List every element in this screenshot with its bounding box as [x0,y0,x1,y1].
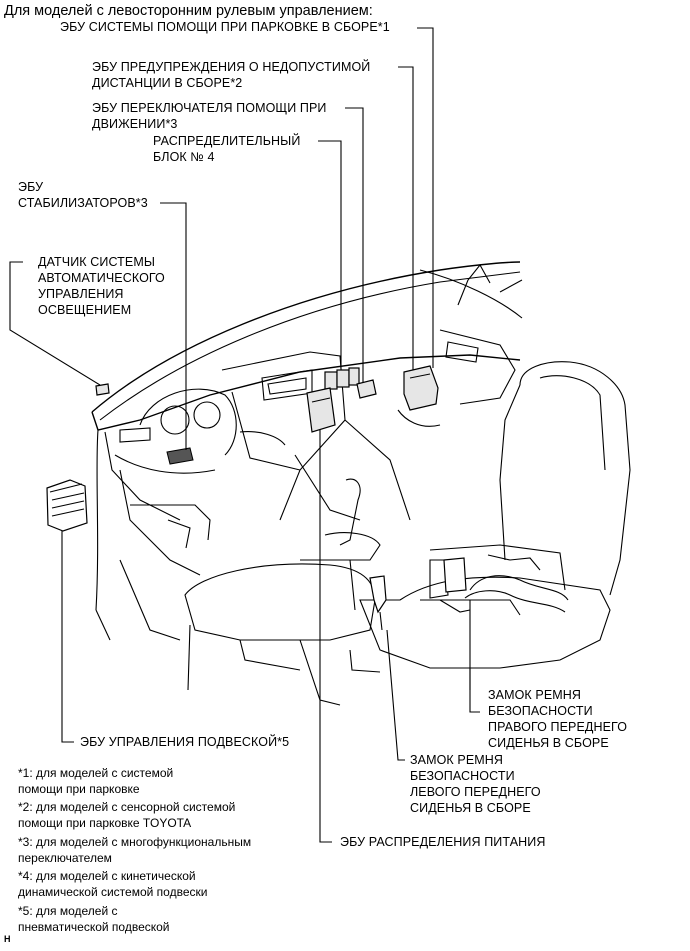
label-driving-assist-switch-ecu: ЭБУ ПЕРЕКЛЮЧАТЕЛЯ ПОМОЩИ ПРИ ДВИЖЕНИИ*3 [92,101,327,131]
stabilizer-ecu-part [166,447,194,465]
page-title: Для моделей с левосторонним рулевым упра… [4,3,373,19]
center-console [221,351,411,561]
label-stabilizer-ecu: ЭБУ СТАБИЛИЗАТОРОВ*3 [18,180,148,210]
power-distribution-ecu-part [306,387,336,433]
clearance-warning-ecu-part [356,379,377,399]
instrument-cluster [114,388,237,576]
footnote-3: *3: для моделей с многофункциональным пе… [18,835,252,865]
seat-wire-harness [439,554,569,613]
figure-code: H [4,934,11,944]
label-rh-seat-buckle: ЗАМОК РЕМНЯ БЕЗОПАСНОСТИ ПРАВОГО ПЕРЕДНЕ… [488,688,628,750]
label-junction-block-4: РАСПРЕДЕЛИТЕЛЬНЫЙ БЛОК № 4 [153,134,301,164]
footnote-2: *2: для моделей с сенсорной системой пом… [18,800,236,830]
rh-seat-buckle-part [443,557,467,593]
junction-block-4-part [324,367,360,390]
leader-lines [9,27,480,843]
suspension-ecu-part [46,479,88,532]
label-clearance-warning-ecu: ЭБУ ПРЕДУПРЕЖДЕНИЯ О НЕДОПУСТИМОЙ ДИСТАН… [92,60,371,90]
footnote-1: *1: для моделей с системой помощи при па… [18,766,174,796]
label-power-distribution-ecu: ЭБУ РАСПРЕДЕЛЕНИЯ ПИТАНИЯ [340,835,546,849]
dashboard-outline [91,261,523,611]
light-control-sensor-part [95,383,110,396]
parking-assist-ecu-part [397,365,441,427]
front-seats [95,361,631,706]
lh-seat-buckle-part [369,575,387,631]
label-light-control-sensor: ДАТЧИК СИСТЕМЫ АВТОМАТИЧЕСКОГО УПРАВЛЕНИ… [38,255,165,317]
footnote-4: *4: для моделей с кинетической динамичес… [18,869,208,899]
label-suspension-ecu: ЭБУ УПРАВЛЕНИЯ ПОДВЕСКОЙ*5 [80,735,290,749]
label-lh-seat-buckle: ЗАМОК РЕМНЯ БЕЗОПАСНОСТИ ЛЕВОГО ПЕРЕДНЕГ… [410,753,541,815]
footnote-5: *5: для моделей с пневматической подвеск… [18,904,170,934]
label-parking-assist-ecu: ЭБУ СИСТЕМЫ ПОМОЩИ ПРИ ПАРКОВКЕ В СБОРЕ*… [60,20,390,34]
